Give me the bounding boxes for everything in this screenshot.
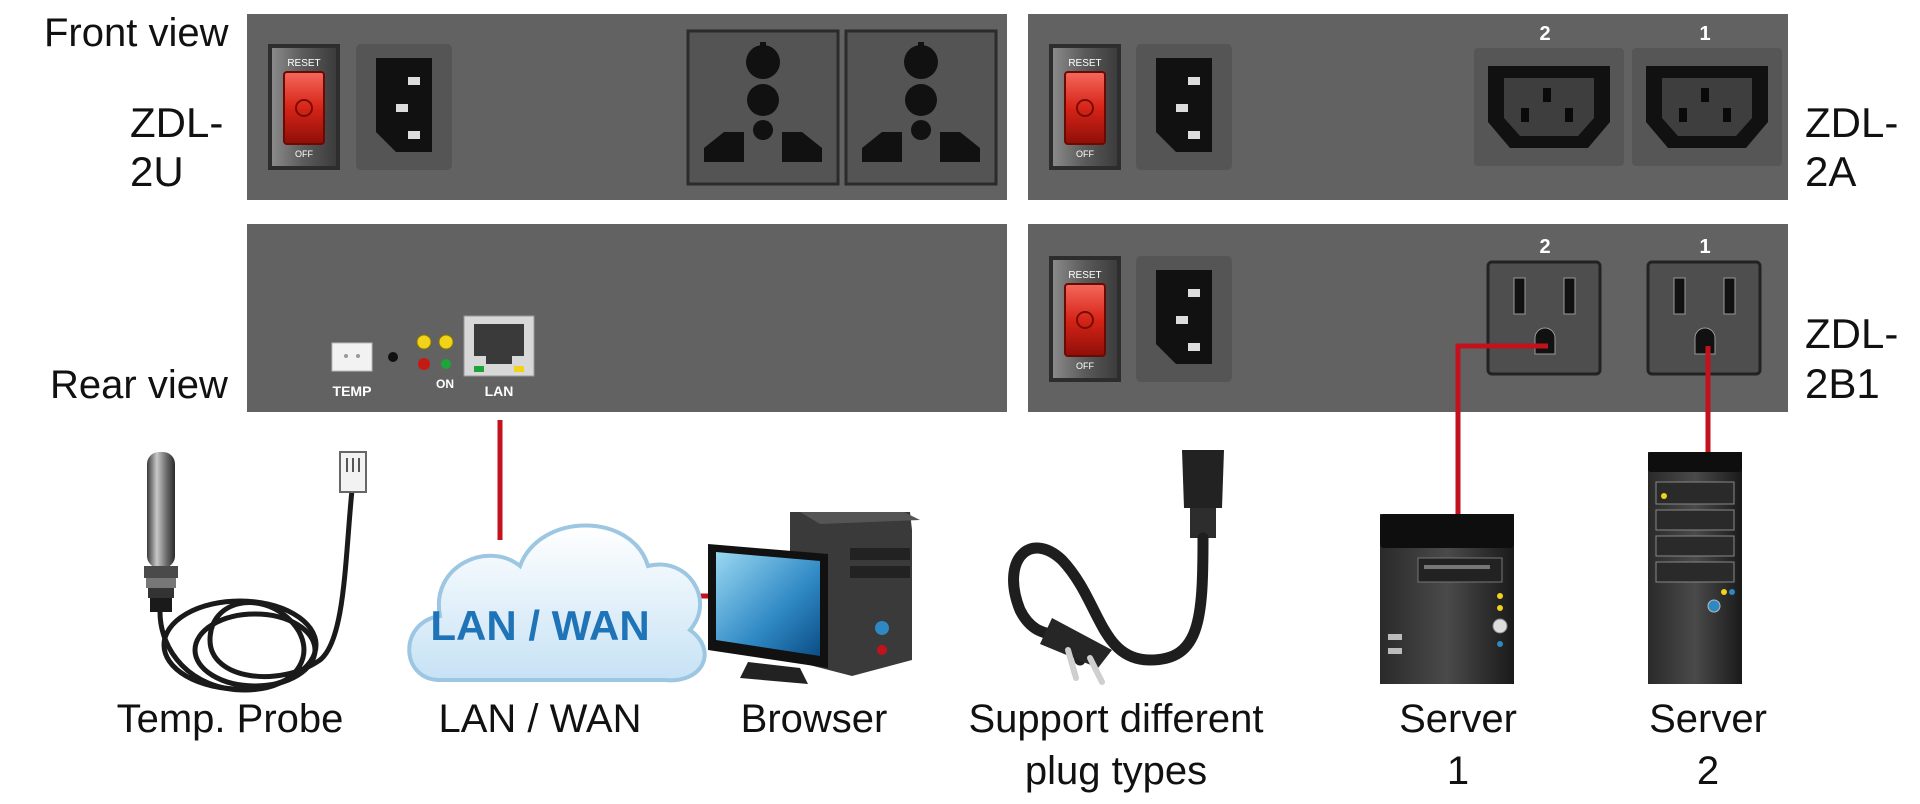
- caption-server2-line2: 2: [1697, 749, 1719, 793]
- outlet-number-2: 2: [1539, 23, 1550, 45]
- status-led-green: [441, 359, 451, 369]
- svg-text:RESET: RESET: [1068, 58, 1101, 69]
- rj45-port-icon: [463, 315, 535, 377]
- caption-server2-line1: Server: [1649, 697, 1767, 741]
- iec-inlet-icon: [1136, 256, 1232, 382]
- rocker-switch-icon: RESET OFF: [1049, 44, 1121, 170]
- outlet-number-1: 1: [1699, 236, 1710, 258]
- outlet-number-2: 2: [1539, 236, 1550, 258]
- svg-text:OFF: OFF: [1076, 149, 1094, 159]
- model-2a-line1: ZDL-: [1805, 99, 1898, 146]
- outlet-number-1: 1: [1699, 23, 1710, 45]
- iec-inlet-icon: [356, 44, 452, 170]
- universal-socket-icon: [844, 29, 998, 186]
- on-led-label: ON: [436, 377, 454, 391]
- nema-socket-icon: [1646, 260, 1762, 376]
- svg-text:RESET: RESET: [287, 58, 320, 69]
- nema-socket-icon: [1486, 260, 1602, 376]
- caption-temp-probe: Temp. Probe: [117, 697, 344, 741]
- server-tower-icon: [1648, 452, 1742, 684]
- status-led-yellow: [438, 334, 454, 350]
- universal-socket-icon: [686, 29, 840, 186]
- cloud-label: LAN / WAN: [430, 602, 649, 649]
- iec-inlet-icon: [1136, 44, 1232, 170]
- status-led-red: [418, 358, 430, 370]
- rocker-switch-icon: RESET OFF: [268, 44, 340, 170]
- svg-text:OFF: OFF: [295, 149, 313, 159]
- caption-browser: Browser: [741, 697, 888, 741]
- temperature-probe-icon: [144, 451, 367, 693]
- cloud-icon: LAN / WAN: [407, 523, 707, 683]
- model-2u-line1: ZDL-: [130, 99, 223, 146]
- model-2b1-line2: 2B1: [1805, 360, 1880, 407]
- svg-text:RESET: RESET: [1068, 270, 1101, 281]
- caption-plug-line1: Support different: [968, 697, 1263, 741]
- server-tower-icon: [1380, 514, 1514, 684]
- front-view-label: Front view: [44, 11, 229, 55]
- svg-text:OFF: OFF: [1076, 361, 1094, 371]
- c13-socket-icon: [1632, 48, 1782, 166]
- model-2a-line2: 2A: [1805, 148, 1856, 195]
- status-led-yellow: [416, 334, 432, 350]
- power-plug-icon: [1008, 450, 1224, 685]
- outlet-to-server1-link: [1455, 343, 1548, 518]
- temp-port-icon: [331, 342, 373, 372]
- c13-socket-icon: [1474, 48, 1624, 166]
- panel-rear: [247, 224, 1007, 412]
- desktop-computer-icon: [708, 512, 920, 684]
- caption-server1-line1: Server: [1399, 697, 1517, 741]
- rocker-switch-icon: RESET OFF: [1049, 256, 1121, 382]
- model-2b1-line1: ZDL-: [1805, 310, 1898, 357]
- reset-pinhole: [388, 352, 398, 362]
- lan-port-label: LAN: [485, 383, 514, 399]
- rear-view-label: Rear view: [50, 363, 228, 407]
- model-2u-line2: 2U: [130, 148, 184, 195]
- caption-server1-line2: 1: [1447, 749, 1469, 793]
- caption-plug-line2: plug types: [1025, 749, 1207, 793]
- temp-port-label: TEMP: [333, 383, 372, 399]
- caption-lan-wan: LAN / WAN: [439, 697, 642, 741]
